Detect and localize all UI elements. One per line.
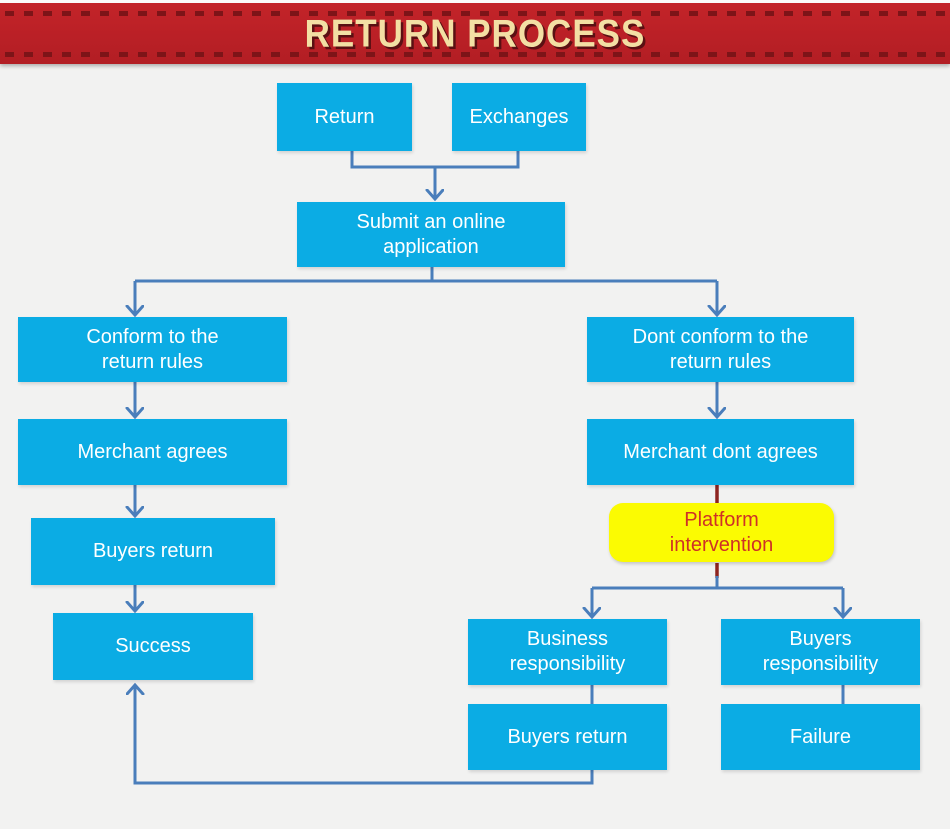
flow-node-label: Platform intervention (669, 508, 774, 556)
connector-platform-split (592, 576, 843, 590)
flow-node-merchant-dont-agrees: Merchant dont agrees (587, 419, 854, 485)
flow-node-platform-intervention: Platform intervention (609, 503, 834, 562)
flow-node-success: Success (53, 613, 253, 680)
flow-node-label: Exchanges (469, 105, 569, 128)
flow-node-label: Dont conform to the return rules (632, 325, 809, 373)
flow-node-label: Conform to the return rules (86, 325, 219, 373)
flow-node-label: Buyers return (92, 540, 214, 562)
connector-merge-bracket (350, 151, 520, 169)
stitch-line-top (5, 11, 945, 16)
flow-node-return: Return (277, 83, 412, 151)
header-banner: RETURN PROCESS (0, 0, 950, 64)
flow-node-label: Submit an online application (356, 210, 506, 258)
flow-node-label: Business responsibility (509, 628, 626, 675)
flow-node-submit-application: Submit an online application (297, 202, 565, 267)
flow-node-exchanges: Exchanges (452, 83, 586, 151)
flow-node-failure: Failure (721, 704, 920, 770)
stitch-line-bottom (5, 52, 945, 57)
flow-node-business-responsibility: Business responsibility (468, 619, 667, 685)
flow-node-conform-rules: Conform to the return rules (18, 317, 287, 382)
flow-node-label: Buyers return (507, 725, 628, 748)
flow-node-dont-conform-rules: Dont conform to the return rules (587, 317, 854, 382)
flow-node-label: Buyers responsibility (762, 628, 879, 675)
flow-node-merchant-agrees: Merchant agrees (18, 419, 287, 485)
connector-submit-split (135, 267, 717, 283)
flow-node-label: Success (115, 635, 191, 657)
flow-node-buyers-return-right: Buyers return (468, 704, 667, 770)
page-title: RETURN PROCESS (304, 11, 646, 55)
flow-node-label: Return (314, 105, 375, 128)
flow-node-buyers-responsibility: Buyers responsibility (721, 619, 920, 685)
flow-node-label: Merchant dont agrees (623, 440, 818, 463)
flow-node-label: Failure (789, 725, 852, 748)
flow-node-label: Merchant agrees (77, 440, 228, 463)
flow-node-buyers-return-left: Buyers return (31, 518, 275, 585)
